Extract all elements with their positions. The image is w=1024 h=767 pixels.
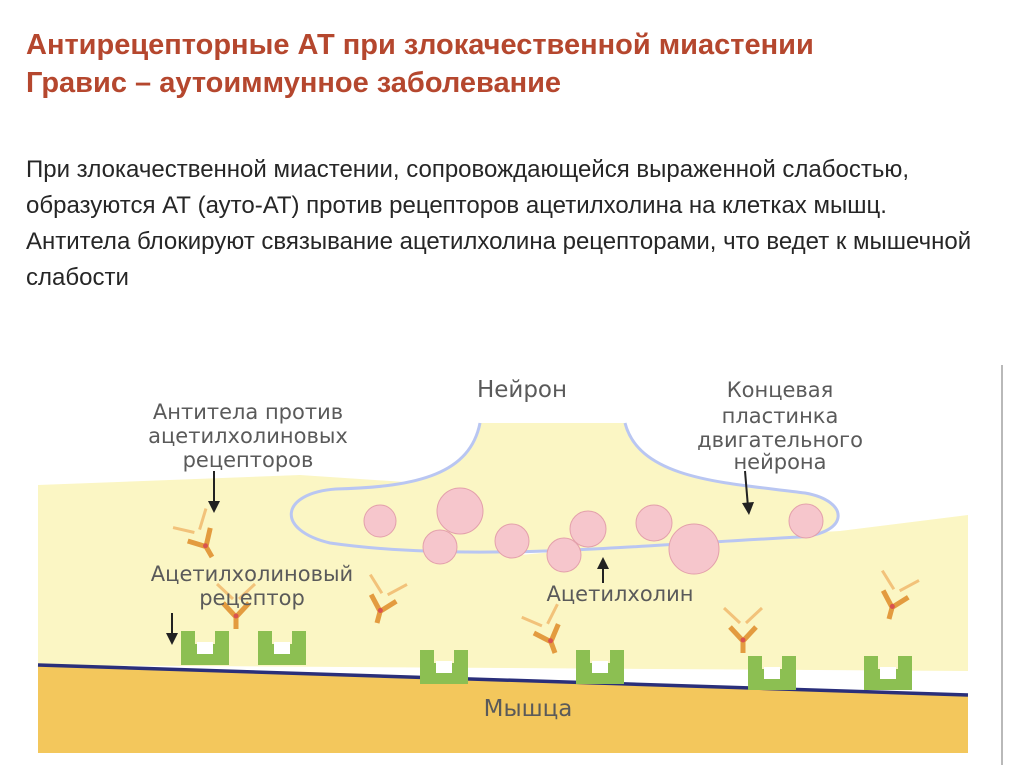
antibodies-label-2: ацетилхолиновых [148,424,348,448]
acetylcholine-label: Ацетилхолин [547,582,694,606]
title-line-2: Гравис – аутоиммунное заболевание [26,64,1006,102]
end-plate-label-1: Концевая [727,378,834,402]
antibodies-label-3: рецепторов [183,448,314,472]
neuron-label: Нейрон [477,377,567,403]
receptor-label-2: рецептор [199,586,305,610]
antibodies-label-1: Антитела против [153,400,343,424]
end-plate-label-3: двигательного [697,428,863,452]
slide-title: Антирецепторные АТ при злокачественной м… [26,26,1006,102]
body-paragraph: При злокачественной миастении, сопровожд… [26,152,996,296]
muscle-label: Мышца [484,696,573,722]
receptor-label-1: Ацетилхолиновый [151,562,353,586]
end-plate-label-4: нейрона [733,450,826,474]
myasthenia-diagram: Нейрон Концевая пластинка двигательного … [0,355,1024,767]
end-plate-label-2: пластинка [722,404,839,428]
title-line-1: Антирецепторные АТ при злокачественной м… [26,26,1006,64]
